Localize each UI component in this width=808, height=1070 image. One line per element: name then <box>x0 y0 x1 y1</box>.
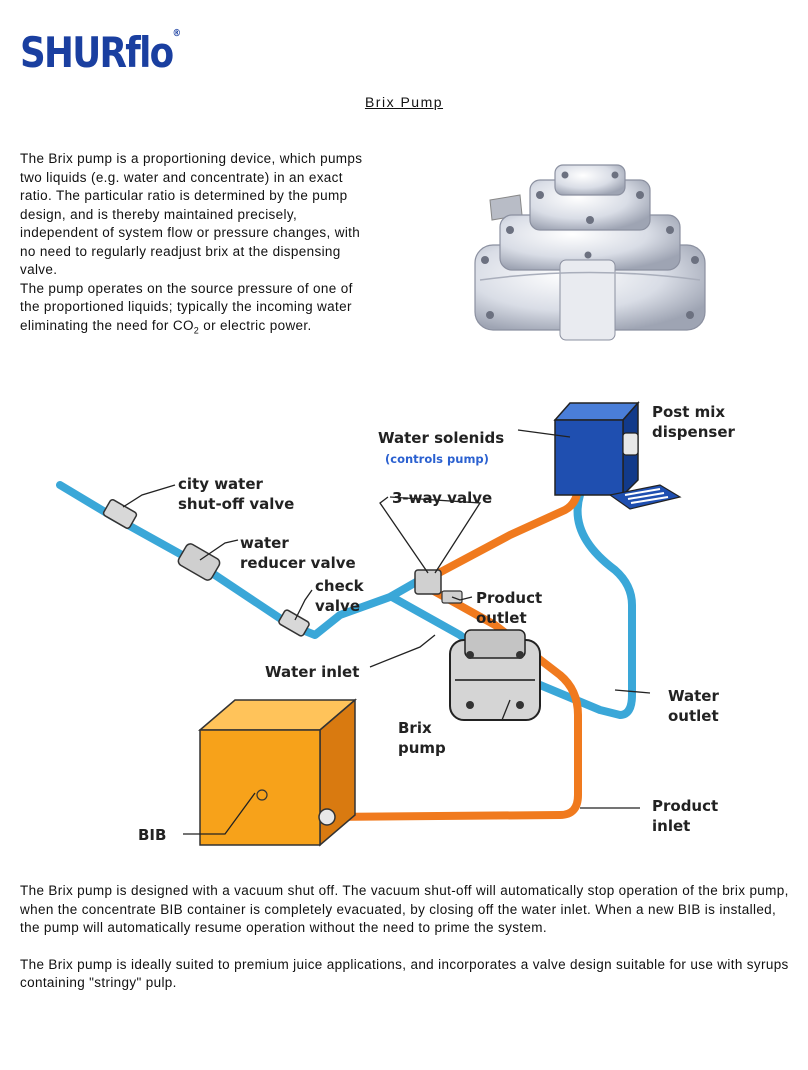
label-brix: Brix <box>398 719 432 737</box>
body-paragraph-juice: The Brix pump is ideally suited to premi… <box>20 956 789 991</box>
intro-paragraph-1: The Brix pump is a proportioning device,… <box>20 151 363 277</box>
brix-pump-photo <box>474 164 706 341</box>
intro-para2-main: The pump operates on the source pressure… <box>20 280 353 333</box>
post-mix-dispenser <box>553 401 682 510</box>
label-shutoff-valve: shut-off valve <box>178 495 294 513</box>
body-paragraph-vacuum: The Brix pump is designed with a vacuum … <box>20 883 789 935</box>
label-post-mix: Post mix <box>652 403 725 421</box>
water-reducer-valve <box>177 543 221 581</box>
label-pump: pump <box>398 739 446 757</box>
page-title: Brix Pump <box>364 94 444 110</box>
intro-text: The Brix pump is a proportioning device,… <box>20 150 370 340</box>
label-check: check <box>315 577 365 595</box>
label-controls-pump: (controls pump) <box>385 452 489 466</box>
label-three-way-valve: 3-way valve <box>392 489 492 507</box>
water-outlet-line <box>536 476 636 719</box>
label-water-outlet-1: Water <box>668 687 719 705</box>
co2-subscript: 2 <box>193 325 200 336</box>
check-valve <box>278 609 310 637</box>
product-inlet-line <box>321 586 582 821</box>
label-product-outlet-2: outlet <box>476 609 527 627</box>
intro-paragraph-2: The pump operates on the source pressure… <box>20 280 370 340</box>
installation-diagram: Post mix dispenser Water solenids (contr… <box>56 401 735 847</box>
label-product-inlet-1: Product <box>652 797 718 815</box>
label-reducer-valve: reducer valve <box>240 554 356 572</box>
label-water-solenids: Water solenids <box>378 429 504 447</box>
label-water: water <box>240 534 289 552</box>
bib-container <box>197 698 358 847</box>
label-water-inlet: Water inlet <box>265 663 359 681</box>
registered-mark: ® <box>172 28 181 39</box>
three-way-valve <box>414 569 442 595</box>
label-dispenser: dispenser <box>652 423 735 441</box>
shurflo-logo: SHURflo® <box>20 28 181 77</box>
label-city-water: city water <box>178 475 264 493</box>
label-product-outlet-1: Product <box>476 589 542 607</box>
label-bib: BIB <box>138 826 166 844</box>
label-water-outlet-2: outlet <box>668 707 719 725</box>
body-text: The Brix pump is designed with a vacuum … <box>20 882 790 1011</box>
brix-pump <box>449 629 541 721</box>
intro-para2-tail: or electric power. <box>199 317 312 333</box>
label-valve: valve <box>315 597 360 615</box>
logo-text: SHURflo <box>20 28 174 77</box>
label-product-inlet-2: inlet <box>652 817 690 835</box>
